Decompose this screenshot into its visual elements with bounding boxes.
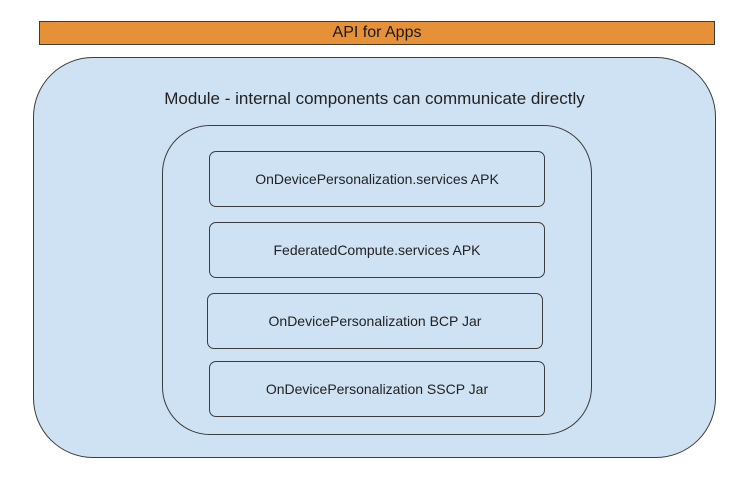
module-title: Module - internal components can communi…: [164, 89, 585, 108]
component-label: OnDevicePersonalization BCP Jar: [268, 313, 482, 329]
component-ondevicepersonalization-sscp-jar: OnDevicePersonalization SSCP Jar: [209, 361, 545, 417]
api-for-apps-label: API for Apps: [332, 24, 422, 41]
component-label: OnDevicePersonalization.services APK: [255, 171, 499, 187]
component-label: FederatedCompute.services APK: [273, 242, 481, 258]
component-label: OnDevicePersonalization SSCP Jar: [265, 381, 489, 397]
api-for-apps-bar: API for Apps: [39, 21, 715, 45]
component-ondevicepersonalization-services-apk: OnDevicePersonalization.services APK: [209, 151, 545, 207]
module-container: Module - internal components can communi…: [33, 57, 716, 458]
inner-component-group: OnDevicePersonalization.services APK Fed…: [162, 125, 592, 435]
component-federatedcompute-services-apk: FederatedCompute.services APK: [209, 222, 545, 278]
component-ondevicepersonalization-bcp-jar: OnDevicePersonalization BCP Jar: [207, 293, 543, 349]
